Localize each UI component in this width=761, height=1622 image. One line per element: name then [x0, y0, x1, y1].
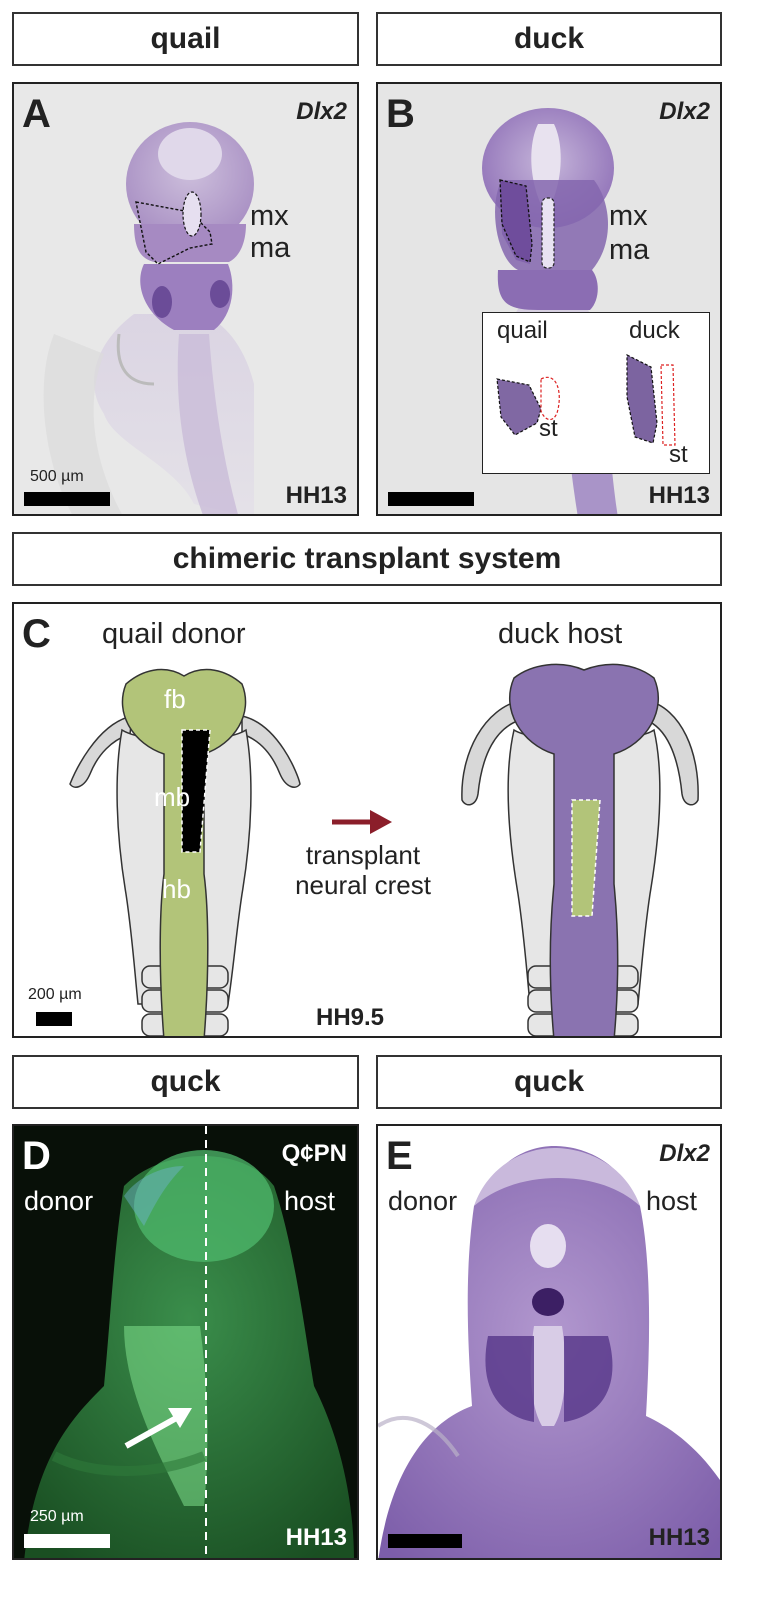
panel-b-gene-label: Dlx2 [659, 98, 710, 125]
header-duck: duck [376, 12, 722, 66]
panel-e-letter: E [386, 1134, 413, 1178]
panel-c-diagram [69, 663, 699, 1036]
arrow-icon [124, 1408, 192, 1449]
inset-shapes [496, 354, 676, 446]
panel-a-letter: A [22, 92, 51, 136]
inset-duck-label: duck [629, 317, 680, 344]
panel-d-marker-label: Q¢PN [281, 1140, 347, 1167]
panel-a-ma-label: ma [250, 232, 291, 264]
donor-embryo [69, 668, 301, 1036]
header-chimeric: chimeric transplant system [12, 532, 722, 586]
hb-label: hb [162, 874, 191, 904]
panel-e-embryo-image [378, 1126, 720, 1558]
panel-d-stage: HH13 [285, 1524, 347, 1551]
panel-b-mx-label: mx [609, 200, 648, 232]
transplant-arrow-icon [332, 810, 392, 834]
panel-d: D Q¢PN donor host 250 µm HH13 [12, 1124, 359, 1560]
panel-c-letter: C [22, 612, 51, 656]
panel-b-scale-bar [388, 492, 474, 506]
panel-d-host-label: host [284, 1186, 336, 1216]
panel-b-inset: quail duck st st [482, 312, 710, 474]
panel-a-scale-bar [24, 492, 110, 506]
host-embryo [461, 663, 699, 1036]
panel-d-scale-bar [24, 1534, 110, 1548]
panel-a-gene-label: Dlx2 [296, 98, 347, 125]
panel-b-letter: B [386, 92, 415, 136]
panel-c-scale-text: 200 µm [28, 986, 82, 1003]
header-quck-left-text: quck [150, 1065, 221, 1098]
header-chimeric-text: chimeric transplant system [172, 542, 562, 575]
panel-e-gene-label: Dlx2 [659, 1140, 710, 1167]
panel-a-embryo-image [14, 84, 357, 514]
panel-b-stage: HH13 [648, 482, 710, 509]
header-quck-right: quck [376, 1055, 722, 1109]
panel-b-ma-label: ma [609, 234, 650, 266]
inset-st-duck-label: st [669, 441, 688, 468]
panel-e-donor-label: donor [388, 1186, 458, 1216]
panel-a-stage: HH13 [285, 482, 347, 509]
transplant-text-line2: neural crest [295, 870, 431, 900]
header-quck-left: quck [12, 1055, 359, 1109]
inset-st-quail-label: st [539, 415, 558, 442]
header-quck-right-text: quck [513, 1065, 585, 1098]
panel-d-donor-label: donor [24, 1186, 94, 1216]
donor-title: quail donor [102, 618, 246, 650]
panel-c-stage: HH9.5 [316, 1004, 385, 1031]
header-quail-text: quail [150, 22, 221, 55]
panel-d-fluorescence-image [14, 1126, 357, 1558]
panel-b: B Dlx2 mx ma quail duck st st HH13 [376, 82, 722, 516]
panel-a-scale-text: 500 µm [30, 468, 84, 485]
panel-c-scale-bar [36, 1012, 72, 1026]
transplant-text-line1: transplant [305, 840, 421, 870]
header-duck-text: duck [513, 22, 585, 55]
panel-d-scale-text: 250 µm [30, 1508, 84, 1525]
mb-label: mb [154, 782, 191, 812]
panel-d-letter: D [22, 1134, 51, 1178]
panel-e: E Dlx2 donor host HH13 [376, 1124, 722, 1560]
panel-a-mx-label: mx [250, 200, 289, 232]
panel-c: C quail donor duck host fb mb hb transpl… [12, 602, 722, 1038]
panel-a: A Dlx2 mx ma 500 µm HH13 [12, 82, 359, 516]
header-quail: quail [12, 12, 359, 66]
panel-e-host-label: host [646, 1186, 698, 1216]
fb-label: fb [164, 684, 186, 714]
panel-e-scale-bar [388, 1534, 462, 1548]
host-title: duck host [498, 618, 623, 650]
inset-quail-label: quail [497, 317, 548, 344]
panel-e-stage: HH13 [648, 1524, 710, 1551]
